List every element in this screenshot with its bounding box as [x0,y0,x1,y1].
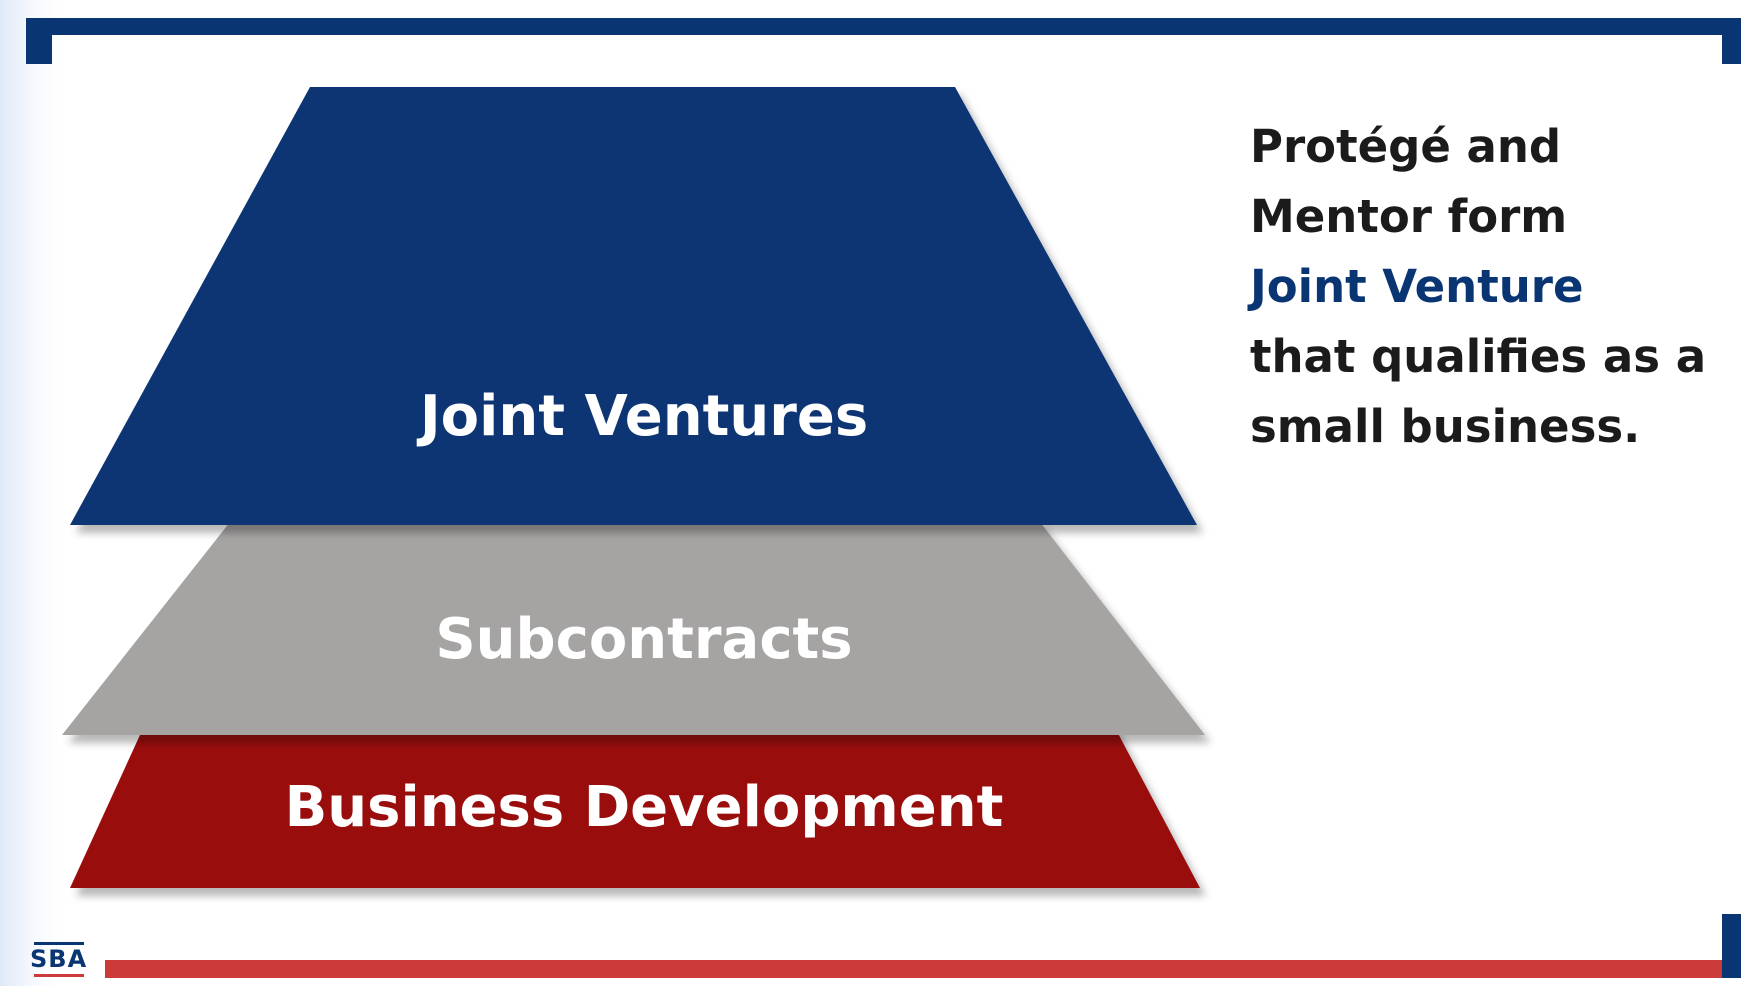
bottom-frame-bar [105,960,1741,978]
top-frame-bar [26,18,1741,35]
top-left-frame-corner [26,18,52,64]
pyramid-layer-middle [62,522,1205,735]
description-line: Protégé and [1250,120,1562,173]
logo-top-bar [34,942,84,945]
description-highlight: Joint Venture [1250,260,1584,313]
description-text: Protégé and Mentor form Joint Venture th… [1250,112,1720,462]
description-line: that qualifies as a [1250,330,1707,383]
layer-label-top: Joint Ventures [416,384,868,449]
layer-label-middle: Subcontracts [435,607,852,672]
sba-logo: SBA [28,941,94,979]
pyramid-layer-bottom [70,724,1200,888]
logo-text: SBA [30,945,88,973]
layer-label-bottom: Business Development [285,775,1004,840]
description-line: Mentor form [1250,190,1568,243]
bottom-right-frame-corner [1722,914,1741,978]
description-line: small business. [1250,400,1641,453]
logo-bottom-bar [34,974,84,977]
pyramid-layer-top [70,87,1197,525]
top-right-frame-corner [1722,18,1741,64]
